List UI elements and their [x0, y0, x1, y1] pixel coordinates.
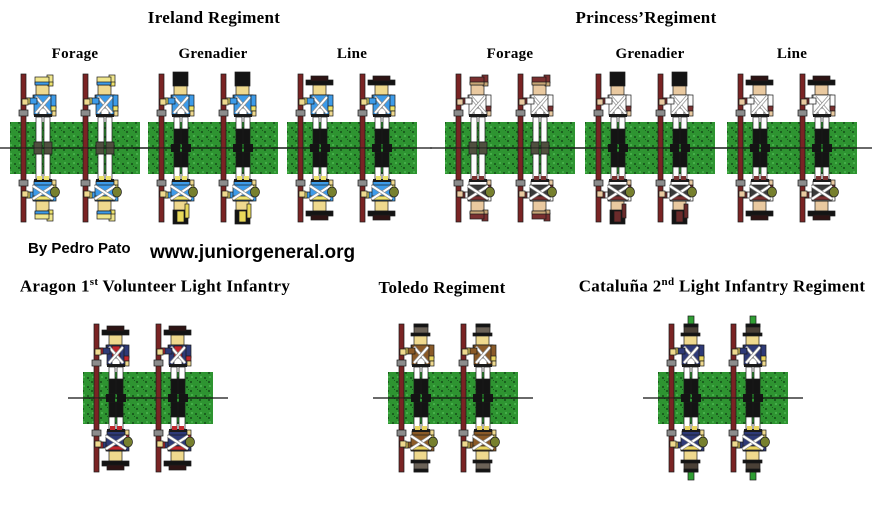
soldier-front-figure — [593, 71, 632, 149]
unit-label-princess-line: Line — [776, 46, 808, 62]
soldier-front-figure — [453, 73, 492, 149]
title-text: Light Infantry Regiment — [674, 276, 866, 296]
soldier-front-figure — [153, 323, 192, 399]
unit-figures-aragon — [68, 323, 228, 473]
soldier-back-figure — [797, 147, 839, 223]
soldier-back-figure — [153, 397, 195, 473]
regiment-title-princess: Princess’Regiment — [575, 8, 717, 27]
author-credit: By Pedro Pato — [28, 240, 131, 257]
soldier-back-figure — [735, 147, 777, 223]
soldier-front-figure — [666, 315, 705, 399]
title-text: Cataluña 2 — [578, 276, 662, 296]
soldier-back-figure — [91, 397, 133, 473]
soldier-front-figure — [797, 73, 836, 149]
soldier-front-figure — [357, 73, 396, 149]
soldier-back-figure — [458, 397, 500, 473]
regiment-title-cataluna: Cataluña 2nd Light Infantry Regiment — [579, 276, 866, 297]
soldier-back-figure — [218, 147, 260, 225]
unit-figures-princess-line — [712, 73, 872, 223]
soldier-back-figure — [515, 147, 557, 223]
regiment-title-toledo: Toledo Regiment — [378, 278, 506, 297]
soldier-front-figure — [515, 73, 554, 149]
soldier-back-figure — [655, 147, 697, 225]
soldier-front-figure — [91, 323, 130, 399]
soldier-front-figure — [295, 73, 334, 149]
unit-label-princess-forage: Forage — [486, 46, 534, 62]
soldier-back-figure — [357, 147, 399, 223]
soldier-front-figure — [18, 73, 57, 149]
soldier-back-figure — [156, 147, 198, 225]
title-text: Volunteer Light Infantry — [98, 276, 291, 296]
unit-figures-ireland-grenadier — [133, 71, 293, 225]
unit-figures-cataluna — [643, 315, 803, 481]
title-superscript: nd — [661, 276, 675, 288]
soldier-back-figure — [728, 397, 770, 481]
soldier-front-figure — [735, 73, 774, 149]
unit-figures-ireland-forage — [0, 73, 155, 223]
soldier-back-figure — [80, 147, 122, 223]
unit-label-ireland-grenadier: Grenadier — [178, 46, 248, 62]
website-credit: www.juniorgeneral.org — [150, 242, 356, 263]
unit-label-princess-grenadier: Grenadier — [615, 46, 685, 62]
unit-figures-princess-forage — [430, 73, 590, 223]
soldier-front-figure — [80, 73, 119, 149]
title-superscript: st — [89, 276, 99, 288]
soldier-back-figure — [453, 147, 495, 223]
title-text: Aragon 1 — [19, 276, 90, 296]
soldier-front-figure — [396, 323, 435, 399]
soldier-front-figure — [458, 323, 497, 399]
regiment-title-ireland: Ireland Regiment — [147, 8, 281, 27]
unit-figures-princess-grenadier — [570, 71, 730, 225]
soldier-back-figure — [18, 147, 60, 223]
unit-label-ireland-line: Line — [336, 46, 368, 62]
unit-figures-toledo — [373, 323, 533, 473]
soldier-front-figure — [156, 71, 195, 149]
unit-figures-ireland-line — [272, 73, 432, 223]
soldier-front-figure — [728, 315, 767, 399]
soldier-back-figure — [666, 397, 708, 481]
soldier-back-figure — [593, 147, 635, 225]
unit-label-ireland-forage: Forage — [51, 46, 99, 62]
soldier-back-figure — [396, 397, 438, 473]
soldier-back-figure — [295, 147, 337, 223]
soldier-front-figure — [655, 71, 694, 149]
regiment-title-aragon: Aragon 1st Volunteer Light Infantry — [20, 276, 290, 297]
